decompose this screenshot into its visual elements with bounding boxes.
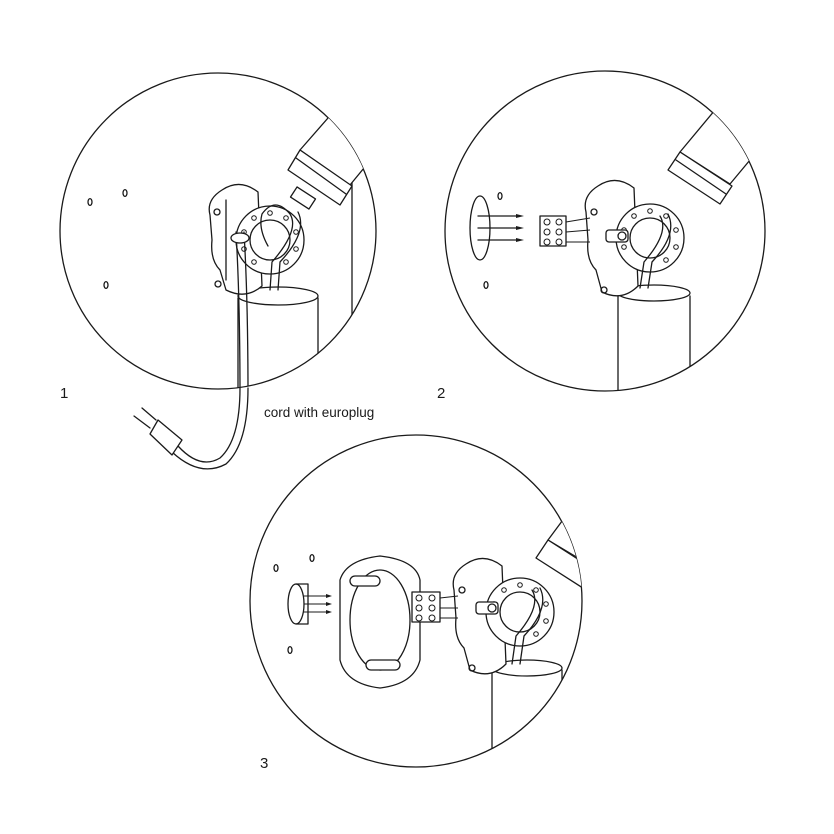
cord-label: cord with europlug — [264, 405, 374, 420]
step-number-3: 3 — [260, 755, 268, 772]
power-cord-tail — [177, 387, 241, 463]
screw-hole — [273, 563, 279, 573]
panel-1-frame — [59, 72, 377, 390]
panel-3-frame — [249, 434, 583, 768]
screw-hole — [122, 188, 128, 198]
step-number-1: 1 — [60, 385, 68, 402]
clamp — [475, 601, 499, 615]
clamp — [605, 229, 629, 243]
step-number-2: 2 — [437, 385, 445, 402]
lamp-head — [535, 469, 582, 591]
terminal-block-icon — [411, 591, 459, 623]
screw-hole — [497, 191, 503, 201]
lamp-head — [667, 79, 765, 205]
screw-hole — [87, 197, 93, 207]
panel-2: 2 — [437, 70, 766, 402]
terminal-block-icon — [539, 215, 591, 247]
panel-1: 1 cord with europlug — [59, 72, 377, 470]
lamp-post — [237, 286, 319, 389]
mounting-plate — [452, 557, 507, 675]
screw-hole — [483, 280, 489, 290]
screw-hole — [309, 553, 315, 563]
panel-3: 3 — [249, 434, 583, 772]
screw-hole — [287, 645, 293, 655]
wall-socket — [469, 195, 524, 261]
power-cord — [235, 231, 241, 389]
wall-socket — [287, 583, 332, 625]
europlug-icon — [133, 407, 183, 456]
junction-box — [339, 555, 421, 689]
screw-hole — [103, 280, 109, 290]
panel-2-frame — [444, 70, 766, 392]
cable-clip — [230, 232, 250, 244]
lamp-head — [287, 73, 376, 210]
